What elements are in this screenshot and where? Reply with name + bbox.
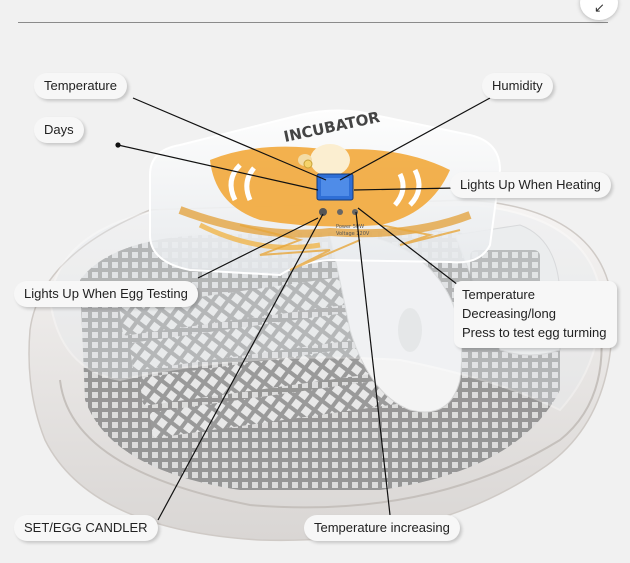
- label-temperature-decreasing: Temperature Decreasing/long Press to tes…: [454, 281, 617, 348]
- label-humidity: Humidity: [482, 73, 553, 99]
- top-divider: [18, 22, 608, 23]
- label-days: Days: [34, 117, 84, 143]
- collapse-arrow-icon: ↙: [594, 0, 605, 15]
- callout-lines: [115, 97, 491, 521]
- label-temperature: Temperature: [34, 73, 127, 99]
- up-button[interactable]: [352, 209, 358, 215]
- label-lights-up-when-egg-testing: Lights Up When Egg Testing: [14, 281, 198, 307]
- label-set-egg-candler: SET/EGG CANDLER: [14, 515, 158, 541]
- svg-text:Voltage 220V: Voltage 220V: [336, 231, 370, 237]
- down-button[interactable]: [337, 209, 343, 215]
- svg-text:Power 50W: Power 50W: [336, 224, 364, 230]
- label-lights-up-when-heating: Lights Up When Heating: [450, 172, 611, 198]
- egg-trays: [119, 272, 401, 438]
- incubator-lid: INCUBATOR Power 50W Voltage 220V: [149, 108, 502, 277]
- set-button[interactable]: [319, 208, 327, 216]
- corner-button[interactable]: ↙: [580, 0, 618, 20]
- label-temperature-increasing: Temperature increasing: [304, 515, 460, 541]
